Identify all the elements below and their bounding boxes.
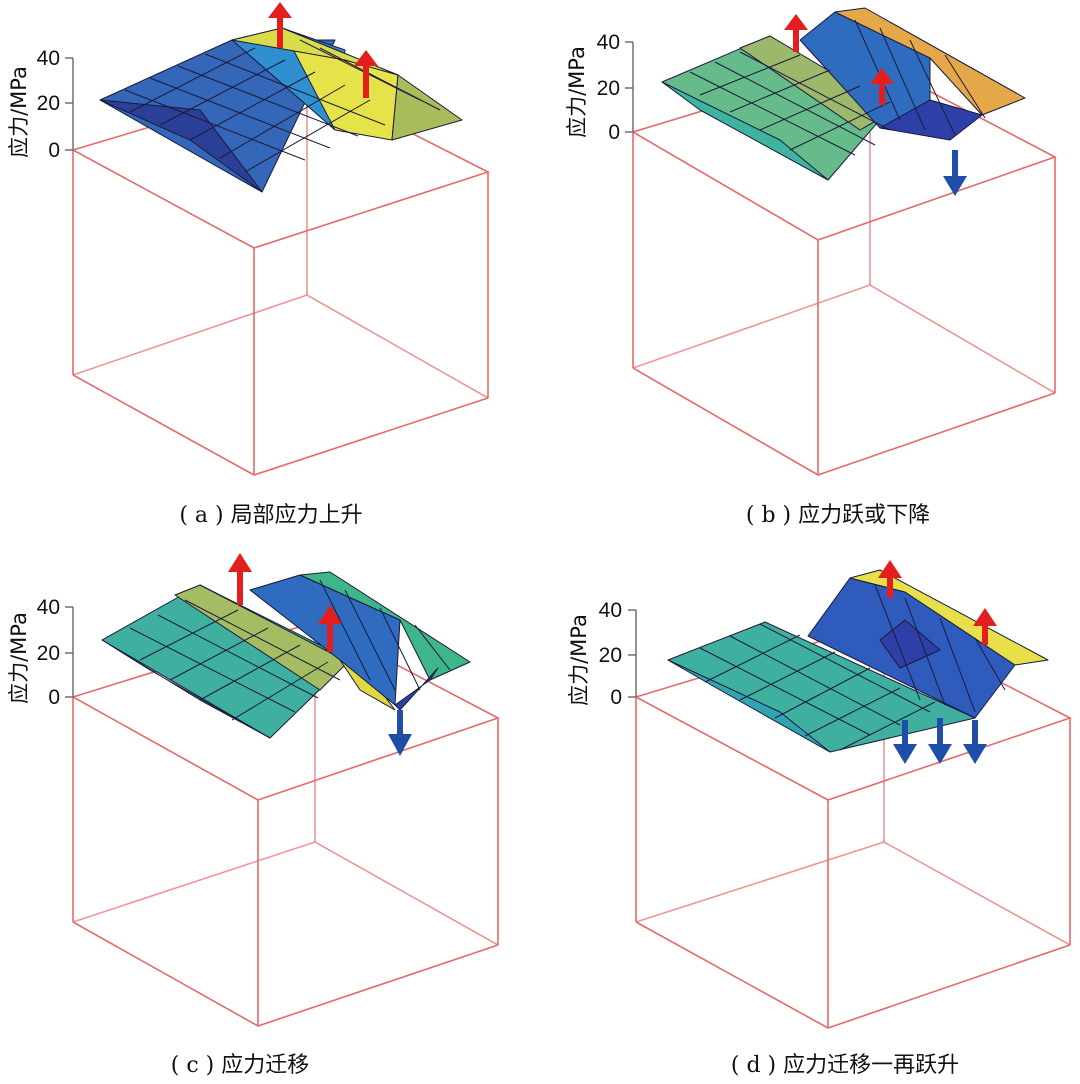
arrow-up-icon	[268, 2, 292, 18]
y-tick-40: 40	[37, 47, 60, 70]
panel-b: 40 20 0 应力/MPa ( b ) 应力跃或下降	[565, 7, 1058, 528]
arrow-down-icon	[893, 744, 917, 764]
panel-b-surface	[661, 7, 1026, 181]
arrow-up-icon	[973, 608, 997, 626]
arrow-down-icon	[943, 176, 967, 196]
y-tick-40: 40	[37, 596, 60, 619]
y-tick-0: 0	[48, 139, 60, 162]
panel-c-surface	[101, 571, 471, 739]
panel-a-caption: ( a ) 局部应力上升	[179, 503, 362, 528]
y-tick-20: 20	[599, 644, 622, 667]
panel-c: 40 20 0 应力/MPa ( c ) 应力迁移	[7, 553, 501, 1078]
y-axis-label: 应力/MPa	[7, 66, 31, 158]
arrow-up-icon	[878, 560, 902, 578]
y-tick-40: 40	[597, 31, 620, 54]
panel-d-surface	[667, 569, 1049, 753]
panel-b-caption: ( b ) 应力跃或下降	[746, 503, 930, 528]
y-tick-0: 0	[608, 121, 620, 144]
panel-d: 40 20 0 应力/MPa ( d ) 应力迁移一再跃升	[567, 560, 1073, 1078]
y-tick-20: 20	[597, 77, 620, 100]
panel-d-arrows	[878, 560, 997, 764]
panel-c-arrows	[228, 553, 412, 756]
panel-a: 40 20 0 应力/MPa ( a ) 局部应力上升	[7, 2, 491, 528]
arrow-down-icon	[388, 734, 412, 756]
y-axis-label: 应力/MPa	[565, 46, 589, 138]
panel-a-box	[70, 79, 491, 476]
arrow-up-icon	[228, 553, 252, 572]
arrow-down-icon	[928, 744, 952, 764]
panel-d-caption: ( d ) 应力迁移一再跃升	[731, 1053, 959, 1078]
y-tick-0: 0	[610, 686, 622, 709]
panel-b-arrows	[784, 14, 967, 196]
y-axis-label: 应力/MPa	[567, 614, 591, 706]
arrow-up-icon	[870, 68, 894, 84]
y-tick-0: 0	[48, 686, 60, 709]
arrow-down-icon	[963, 744, 987, 764]
y-tick-40: 40	[599, 599, 622, 622]
y-axis-label: 应力/MPa	[7, 612, 31, 704]
panel-a-arrows	[268, 2, 378, 98]
panel-a-surface	[99, 27, 463, 193]
y-tick-20: 20	[37, 92, 60, 115]
y-tick-20: 20	[37, 642, 60, 665]
arrow-up-icon	[354, 50, 378, 66]
arrow-up-icon	[784, 14, 808, 30]
panel-c-caption: ( c ) 应力迁移	[171, 1053, 309, 1078]
arrow-up-icon	[318, 605, 342, 624]
